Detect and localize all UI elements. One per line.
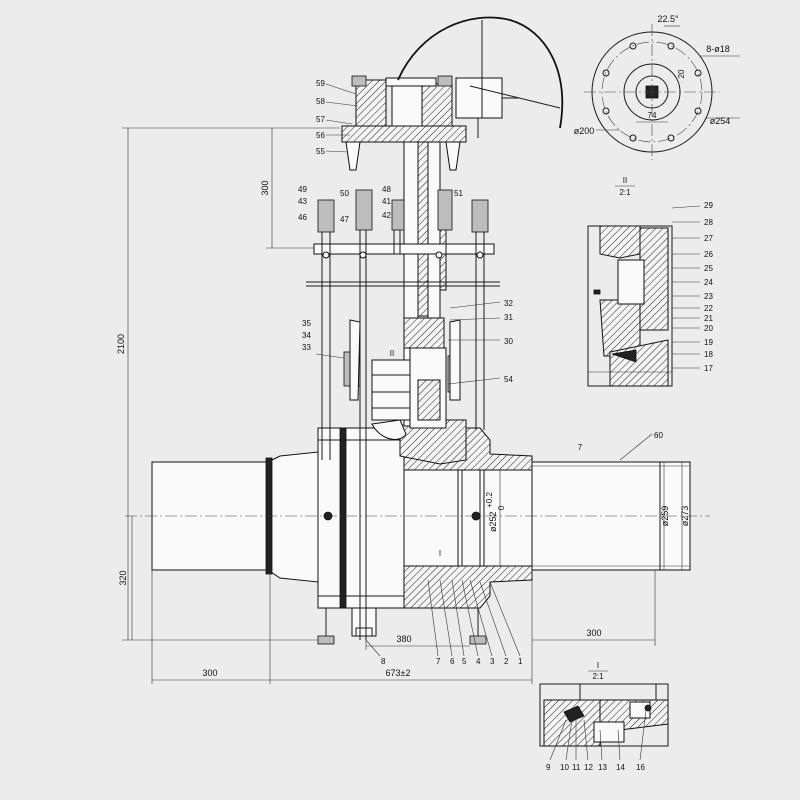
dim-20: 20 [677, 69, 686, 78]
detail-captions: II 2:1 I 2:1 I II [390, 176, 635, 681]
part-label-60: 60 [654, 431, 663, 440]
dim-d254: ø254 [710, 116, 731, 126]
dimension-texts: 2100 300 320 300 673±2 380 300 ø252 +0.2… [116, 14, 730, 678]
dim-300-bottom-left: 300 [202, 668, 217, 678]
part-label-47: 47 [340, 215, 349, 224]
dim-7: 7 [578, 443, 583, 452]
part-label-59: 59 [316, 79, 325, 88]
detail-II-view [587, 225, 673, 387]
part-label-49: 49 [298, 185, 307, 194]
part-label-22: 22 [704, 304, 713, 313]
dim-d252-tol2: 0 [497, 505, 506, 510]
section-I-mark: I [439, 549, 441, 558]
part-label-13: 13 [598, 763, 607, 772]
part-label-32: 32 [504, 299, 513, 308]
part-label-46: 46 [298, 213, 307, 222]
part-label-24: 24 [704, 278, 713, 287]
part-label-14: 14 [616, 763, 625, 772]
part-label-2: 2 [504, 657, 509, 666]
part-label-43: 43 [298, 197, 307, 206]
part-label-41: 41 [382, 197, 391, 206]
part-label-57: 57 [316, 115, 325, 124]
part-label-26: 26 [704, 250, 713, 259]
part-label-11: 11 [572, 763, 581, 772]
part-label-8: 8 [381, 657, 386, 666]
part-label-54: 54 [504, 375, 513, 384]
detail-I-view [539, 683, 669, 747]
dim-300-top: 300 [260, 180, 270, 195]
detail-II-scale: 2:1 [619, 188, 631, 197]
part-label-23: 23 [704, 292, 713, 301]
dim-673: 673±2 [386, 668, 411, 678]
part-label-34: 34 [302, 331, 311, 340]
dim-2100: 2100 [116, 334, 126, 354]
part-label-27: 27 [704, 234, 713, 243]
part-label-10: 10 [560, 763, 569, 772]
part-label-31: 31 [504, 313, 513, 322]
part-label-51: 51 [454, 189, 463, 198]
dim-300-bottom-right: 300 [586, 628, 601, 638]
dim-74: 74 [648, 111, 657, 120]
dim-d200: ø200 [574, 126, 595, 136]
bonnet-stem [343, 135, 467, 465]
part-label-55: 55 [316, 147, 325, 156]
valve-body [125, 427, 710, 645]
dim-d252-tol: +0.2 [485, 492, 494, 508]
part-label-35: 35 [302, 319, 311, 328]
dim-d252: ø252 [488, 511, 498, 532]
flange-view [584, 24, 740, 160]
part-label-5: 5 [462, 657, 467, 666]
part-label-9: 9 [546, 763, 551, 772]
dim-d273: ø273 [680, 506, 690, 527]
part-label-19: 19 [704, 338, 713, 347]
part-label-7: 7 [436, 657, 441, 666]
detail-I-number: I [597, 661, 599, 670]
dim-d259: ø259 [660, 506, 670, 527]
part-label-12: 12 [584, 763, 593, 772]
part-label-18: 18 [704, 350, 713, 359]
part-label-30: 30 [504, 337, 513, 346]
part-label-28: 28 [704, 218, 713, 227]
detail-II-number: II [623, 176, 627, 185]
part-label-56: 56 [316, 131, 325, 140]
part-label-58: 58 [316, 97, 325, 106]
yoke-rods [306, 189, 500, 640]
leader-lines [315, 83, 701, 761]
part-label-17: 17 [704, 364, 713, 373]
part-label-33: 33 [302, 343, 311, 352]
section-II-mark: II [390, 349, 394, 358]
part-label-16: 16 [636, 763, 645, 772]
detail-I-scale: 2:1 [592, 672, 604, 681]
part-label-25: 25 [704, 264, 713, 273]
part-labels: 59 58 57 56 55 49 43 48 46 47 50 41 42 5… [298, 79, 713, 772]
part-label-6: 6 [450, 657, 455, 666]
part-label-29: 29 [704, 201, 713, 210]
dim-angle-22-5: 22.5° [657, 14, 679, 24]
dimension-lines [122, 127, 683, 684]
dim-8-d18: 8-ø18 [706, 44, 730, 54]
part-label-48: 48 [382, 185, 391, 194]
part-label-20: 20 [704, 324, 713, 333]
part-label-21: 21 [704, 314, 713, 323]
actuator-top [341, 16, 564, 171]
dim-320: 320 [118, 570, 128, 585]
part-label-3: 3 [490, 657, 495, 666]
part-label-4: 4 [476, 657, 481, 666]
dim-380: 380 [396, 634, 411, 644]
part-label-1: 1 [518, 657, 523, 666]
part-label-42: 42 [382, 211, 391, 220]
part-label-50: 50 [340, 189, 349, 198]
